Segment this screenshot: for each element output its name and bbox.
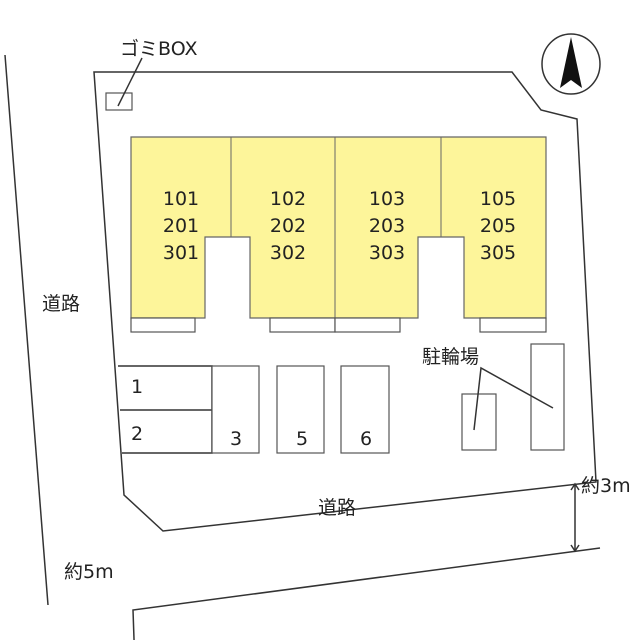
parking-number: 5 <box>296 428 308 450</box>
balcony <box>334 317 401 333</box>
room-number: 102 <box>270 188 306 210</box>
room-number: 302 <box>270 242 306 264</box>
apartment-building <box>130 136 547 333</box>
garbage-box-label: ゴミBOX <box>120 38 197 60</box>
balcony <box>479 317 547 333</box>
north-arrow-icon <box>541 33 601 95</box>
parking-space-6 <box>340 365 390 454</box>
bicycle-parking: 駐輪場 <box>422 343 565 451</box>
room-number: 103 <box>369 188 405 210</box>
room-number: 201 <box>163 215 199 237</box>
dimension-3m: 約3m <box>570 475 631 553</box>
south-road-edge <box>132 547 601 640</box>
balcony <box>269 317 336 333</box>
parking-space-3 <box>211 365 260 454</box>
room-number: 105 <box>480 188 516 210</box>
parking-number: 2 <box>131 423 143 445</box>
road-width-west: 約5m <box>64 561 114 583</box>
parking-area: 1 2 3 5 6 <box>118 365 390 454</box>
road-width-south: 約3m <box>581 475 631 497</box>
room-number: 202 <box>270 215 306 237</box>
parking-space-5 <box>276 365 325 454</box>
room-number: 101 <box>163 188 199 210</box>
room-number: 203 <box>369 215 405 237</box>
room-number: 305 <box>480 242 516 264</box>
unit-labels: 101 201 301 102 202 302 103 203 303 105 … <box>163 188 516 264</box>
balcony <box>130 317 196 333</box>
west-road-edge <box>4 54 49 606</box>
dimension-5m: 約5m <box>64 561 114 583</box>
room-number: 303 <box>369 242 405 264</box>
lot-boundary <box>93 71 597 532</box>
parking-number: 6 <box>360 428 372 450</box>
room-number: 205 <box>480 215 516 237</box>
south-road-label: 道路 <box>318 497 356 519</box>
parking-number: 1 <box>131 376 143 398</box>
west-road-label: 道路 <box>42 293 80 315</box>
bicycle-parking-label: 駐輪場 <box>422 346 479 368</box>
garbage-box-leader <box>117 57 143 107</box>
parking-number: 3 <box>230 428 242 450</box>
room-number: 301 <box>163 242 199 264</box>
garbage-box <box>105 92 133 111</box>
